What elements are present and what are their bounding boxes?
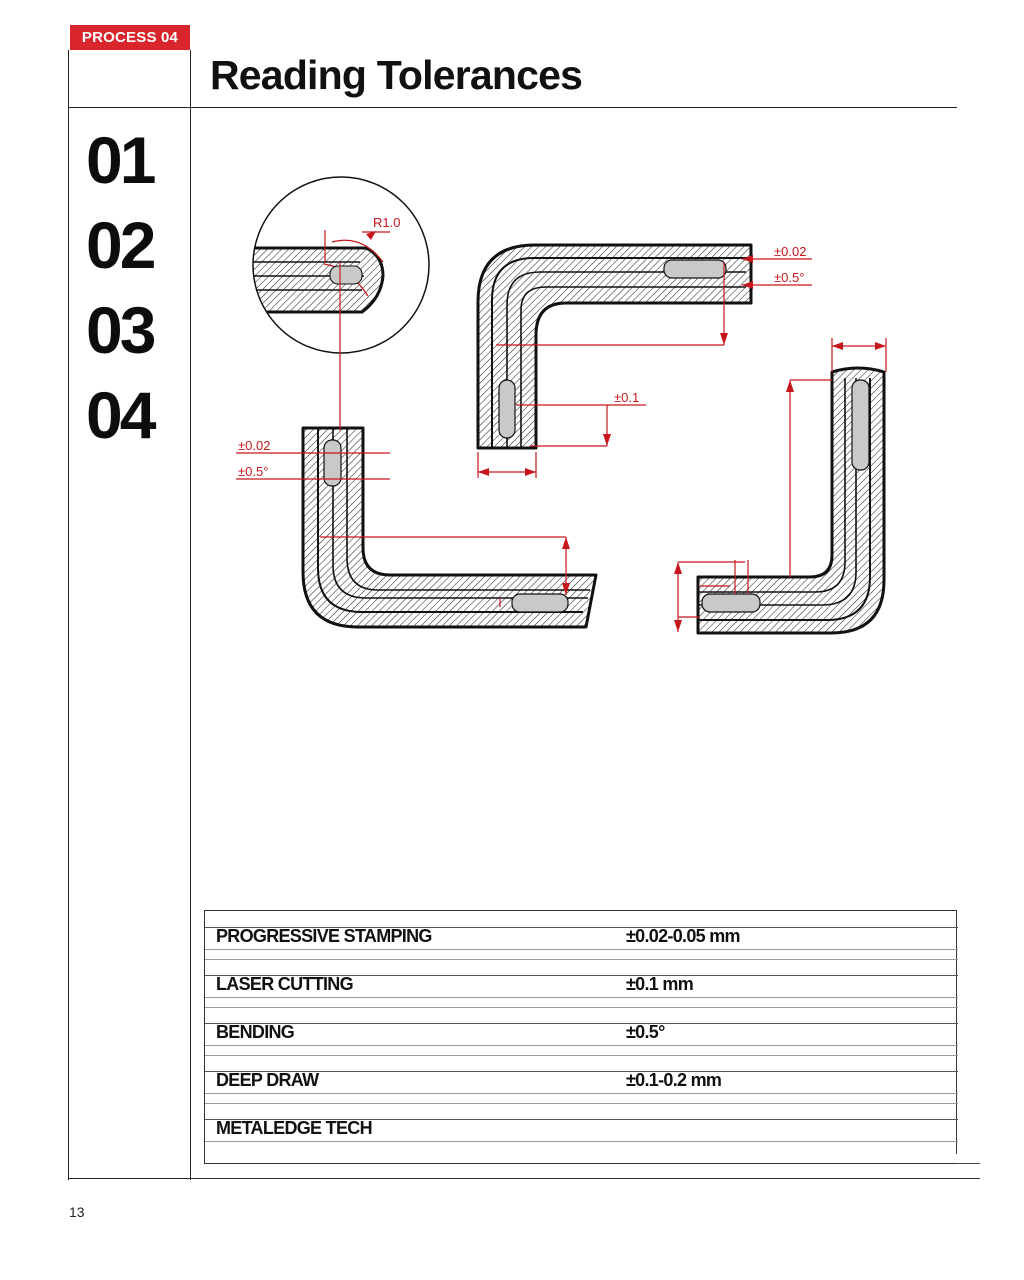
tl-fine-label: ±0.02 [238, 438, 270, 453]
table-row: BENDING ±0.5° [205, 1007, 958, 1055]
tr-angle-label: ±0.5° [774, 270, 804, 285]
frame-bottom-left-rule [68, 1178, 191, 1179]
frame-column-divider [190, 50, 191, 1180]
row-value: ±0.5° [626, 1022, 665, 1042]
row-value: ±0.1 mm [626, 974, 694, 994]
row-value: ±0.02-0.05 mm [626, 926, 741, 946]
tolerance-table: PROGRESSIVE STAMPING ±0.02-0.05 mm LASER… [204, 910, 958, 1164]
table-tail-rule [957, 1163, 980, 1164]
page-number: 13 [69, 1204, 85, 1220]
frame-bottom-rule [190, 1178, 980, 1179]
frame-header-rule [68, 107, 957, 108]
tl-angle-label: ±0.5° [238, 464, 268, 479]
tr-fine-label: ±0.02 [774, 244, 806, 259]
row-value: ±0.1-0.2 mm [626, 1070, 722, 1090]
step-number: 02 [86, 208, 156, 282]
row-label: BENDING [216, 1022, 295, 1042]
dimension-labels: R1.0 ±0.02 ±0.5° ±0.02 ±0.5° ±0.1 [238, 215, 806, 479]
step-number: 03 [86, 293, 156, 367]
row-label: PROGRESSIVE STAMPING [216, 926, 432, 946]
step-number: 01 [86, 123, 156, 197]
row-label: LASER CUTTING [216, 974, 354, 994]
step-number: 04 [86, 378, 156, 452]
bracket-bottom-left [301, 426, 598, 629]
process-badge: PROCESS 04 [70, 25, 190, 50]
table-row: PROGRESSIVE STAMPING ±0.02-0.05 mm [205, 911, 958, 959]
table-row: METALEDGE TECH [205, 1103, 958, 1151]
table-right-rule [956, 911, 957, 1154]
frame-left-rule [68, 50, 69, 1180]
table-row: LASER CUTTING ±0.1 mm [205, 959, 958, 1007]
technical-drawing: R1.0 ±0.02 ±0.5° ±0.02 ±0.5° ±0.1 [236, 176, 887, 635]
table-row: DEEP DRAW ±0.1-0.2 mm [205, 1055, 958, 1103]
page-title: Reading Tolerances [210, 52, 583, 98]
step-number-list: 01 02 03 04 [86, 118, 186, 458]
radius-label: R1.0 [373, 215, 400, 230]
dimension-arrowheads [366, 231, 886, 632]
detail-magnifier [252, 176, 430, 354]
tr-cut-label: ±0.1 [614, 390, 639, 405]
bracket-top-middle [476, 243, 753, 450]
bracket-bottom-right [696, 366, 886, 635]
row-label: METALEDGE TECH [216, 1118, 373, 1138]
row-label: DEEP DRAW [216, 1070, 319, 1090]
